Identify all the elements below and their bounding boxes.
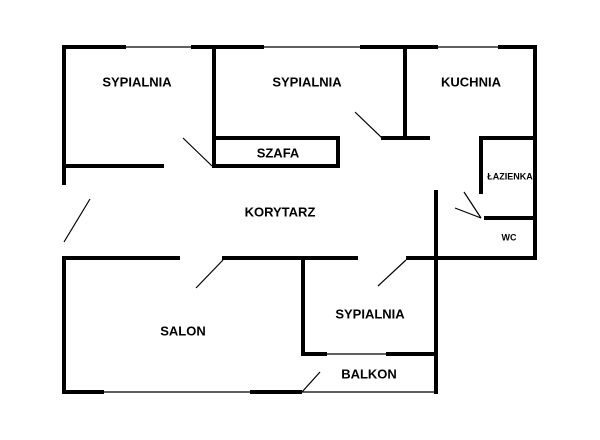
room-label-living-room: SALON <box>160 323 206 338</box>
room-label-bedroom-1: SYPIALNIA <box>102 74 172 89</box>
room-label-balcony: BALKON <box>341 366 397 381</box>
interior-walls <box>62 45 537 356</box>
outer-wall-right <box>434 45 537 394</box>
room-label-wardrobe: SZAFA <box>257 145 300 160</box>
room-label-kitchen: KUCHNIA <box>441 74 502 89</box>
room-label-wc: WC <box>502 232 517 242</box>
wardrobe <box>212 136 340 168</box>
room-label-corridor: KORYTARZ <box>245 204 316 219</box>
room-label-bathroom: ŁAZIENKA <box>487 171 533 181</box>
doors <box>63 111 482 393</box>
room-label-bedroom-2: SYPIALNIA <box>272 74 342 89</box>
room-label-bedroom-3: SYPIALNIA <box>335 306 405 321</box>
